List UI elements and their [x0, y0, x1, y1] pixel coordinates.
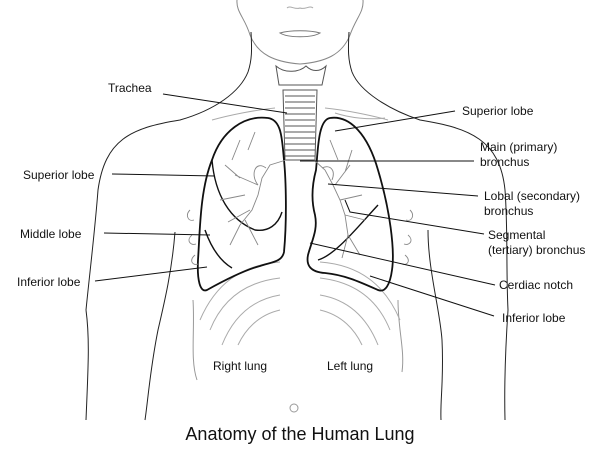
label-left-superior-lobe: Superior lobe: [462, 104, 534, 118]
leader-left-superior-lobe: [334, 110, 456, 132]
label-right-lung: Right lung: [213, 359, 268, 373]
label-left-inferior-lobe: Inferior lobe: [502, 311, 566, 325]
trachea-drawing: [275, 64, 327, 161]
diagram-title: Anatomy of the Human Lung: [185, 424, 415, 444]
label-trachea: Trachea: [108, 81, 152, 95]
label-right-inferior-lobe: Inferior lobe: [17, 275, 81, 289]
label-right-superior-lobe: Superior lobe: [23, 168, 95, 182]
label-segmental-bronchus-line2: (tertiary) bronchus: [488, 243, 586, 257]
leader-right-inferior-lobe: [94, 266, 208, 282]
right-lung: [196, 116, 287, 292]
head-neck-outline: [85, 0, 509, 311]
label-main-bronchus-line1: Main (primary): [480, 140, 558, 154]
clavicle-lines: [211, 107, 389, 121]
torso-outline: [85, 229, 509, 421]
leader-segmental-bronchus: [344, 199, 485, 235]
label-cardiac-notch: Cerdiac notch: [499, 278, 574, 292]
ribcage: [199, 261, 401, 346]
label-main-bronchus-line2: bronchus: [480, 155, 530, 169]
left-lung: [306, 116, 394, 292]
label-segmental-bronchus-line1: Segmental: [488, 228, 546, 242]
leader-trachea: [162, 93, 288, 114]
navel-mark: [289, 403, 299, 413]
leader-right-superior-lobe: [111, 173, 216, 177]
label-right-middle-lobe: Middle lobe: [20, 227, 82, 241]
leader-lines: [94, 93, 496, 317]
leader-left-inferior-lobe: [369, 275, 495, 317]
label-lobal-bronchus-line1: Lobal (secondary): [484, 189, 581, 203]
leader-cardiac-notch: [309, 242, 496, 286]
leader-right-middle-lobe: [103, 232, 211, 236]
label-lobal-bronchus-line2: bronchus: [484, 204, 534, 218]
leader-lobal-bronchus: [327, 183, 479, 197]
label-left-lung: Left lung: [327, 359, 374, 373]
